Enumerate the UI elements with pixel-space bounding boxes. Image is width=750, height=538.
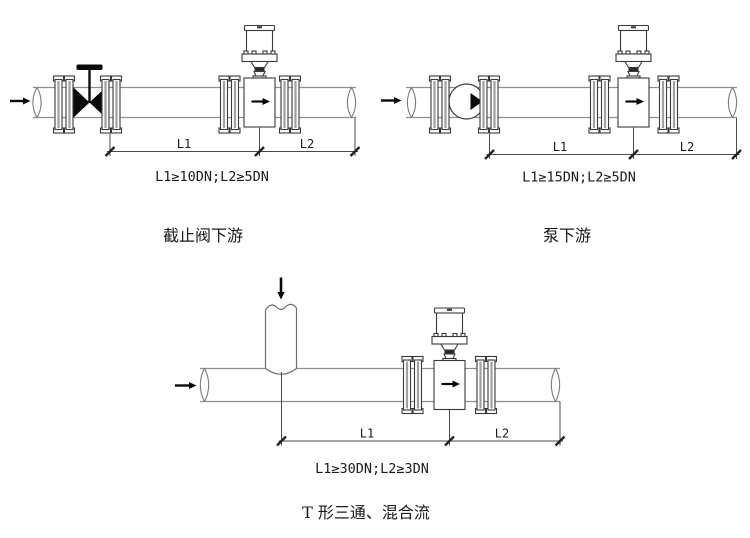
flow-meter (240, 24, 279, 134)
pump-icon (448, 83, 485, 120)
l1-label: L1 (360, 427, 374, 441)
diagram-caption: 泵下游 (543, 226, 591, 245)
inlet-arrow-icon (10, 97, 31, 105)
requirement-text: L1≥15DN;L2≥5DN (522, 170, 636, 186)
flange-pair (400, 355, 425, 415)
branch-inlet-arrow-icon (277, 277, 285, 300)
l2-label: L2 (300, 137, 314, 151)
diagram-stop-valve: L1 L2 L1≥10DN;L2≥5DN 截止阀下游 (10, 24, 361, 245)
flange-pair (474, 355, 498, 415)
dimension-tick (731, 149, 742, 160)
dimension-tick (104, 146, 116, 157)
flange-pair (477, 74, 501, 135)
dimension-tick (484, 149, 495, 160)
pipe-break (32, 86, 42, 119)
flange-pair (99, 74, 123, 135)
flange-pair (428, 74, 452, 135)
pipe-break (727, 86, 738, 119)
stop-valve-icon (72, 64, 107, 119)
dimension-tick (444, 435, 455, 447)
tee-branch-pipe (264, 303, 298, 375)
l1-label: L1 (177, 137, 191, 151)
inlet-arrow-icon (175, 382, 197, 389)
diagram-tee: L1 L2 L1≥30DN;L2≥3DN T 形三通、混合流 (175, 277, 566, 522)
pipe-break (199, 367, 210, 403)
diagram-caption: 截止阀下游 (163, 226, 243, 245)
requirement-text: L1≥10DN;L2≥5DN (155, 169, 269, 185)
diagram-caption: T 形三通、混合流 (302, 503, 430, 522)
flange-pair (278, 74, 302, 135)
dimension-tick (554, 435, 566, 447)
flow-meter (430, 306, 469, 417)
dimension-tick (628, 149, 639, 160)
requirement-text: L1≥30DN;L2≥3DN (315, 461, 429, 477)
diagram-pump: L1 L2 L1≥15DN;L2≥5DN 泵下游 (381, 24, 742, 245)
flange-pair (217, 74, 242, 135)
dimension-tick (276, 435, 287, 447)
flange-pair (656, 74, 681, 135)
dimension-tick (349, 146, 361, 157)
dimension-tick (254, 146, 265, 157)
pipe-break (406, 86, 417, 119)
pipe-break (550, 367, 561, 403)
flange-pair (587, 74, 612, 135)
l2-label: L2 (495, 427, 509, 441)
flow-meter (614, 24, 653, 134)
flange-pair (52, 74, 76, 135)
l2-label: L2 (680, 140, 694, 154)
pipe-break (346, 86, 357, 119)
inlet-arrow-icon (381, 97, 402, 104)
l1-label: L1 (553, 140, 567, 154)
